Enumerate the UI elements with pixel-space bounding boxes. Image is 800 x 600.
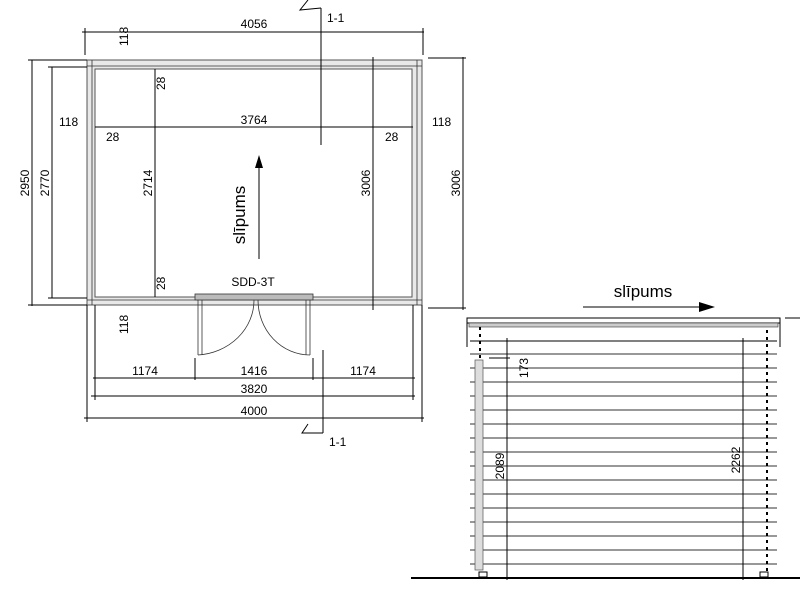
dim-28-right: 28 <box>385 130 399 144</box>
dim-28-top: 28 <box>154 76 168 90</box>
dim-2089: 2089 <box>493 452 507 479</box>
slope-label: slīpums <box>614 282 673 301</box>
dim-3820: 3820 <box>241 382 268 396</box>
floor-plan: 1-1 1-1 4056 3764 2950 2770 2714 3006 30… <box>18 0 466 449</box>
door-label: SDD-3T <box>231 275 275 289</box>
slope-arrow-plan: slīpums <box>230 155 263 259</box>
dim-173: 173 <box>517 358 531 378</box>
dim-1416: 1416 <box>241 364 268 378</box>
dim-2714: 2714 <box>141 169 155 196</box>
dim-118-left: 118 <box>59 115 78 129</box>
dim-28-left: 28 <box>106 130 120 144</box>
dim-3006-right: 3006 <box>449 169 463 196</box>
side-elevation: slīpums 2089 2262 173 <box>411 282 800 580</box>
dim-2262: 2262 <box>729 446 743 473</box>
slope-label: slīpums <box>230 186 249 245</box>
dim-2950: 2950 <box>18 169 32 196</box>
wall-boards <box>470 353 777 565</box>
dim-1174-right: 1174 <box>350 364 376 378</box>
dim-118-right: 118 <box>432 115 451 129</box>
dim-4056: 4056 <box>241 17 268 31</box>
dim-118-bottom: 118 <box>117 315 131 334</box>
section-marker-top: 1-1 <box>298 0 345 145</box>
dim-3006-mid: 3006 <box>359 169 373 196</box>
section-label: 1-1 <box>329 435 347 449</box>
dim-118-top: 118 <box>117 27 131 46</box>
dim-28-bottom: 28 <box>154 276 168 290</box>
dim-4000: 4000 <box>241 404 268 418</box>
dim-1174-left: 1174 <box>132 364 158 378</box>
dim-2770: 2770 <box>38 169 52 196</box>
section-marker-bottom: 1-1 <box>301 350 347 449</box>
dim-3764: 3764 <box>241 113 268 127</box>
door <box>194 293 314 356</box>
section-label: 1-1 <box>327 11 345 25</box>
